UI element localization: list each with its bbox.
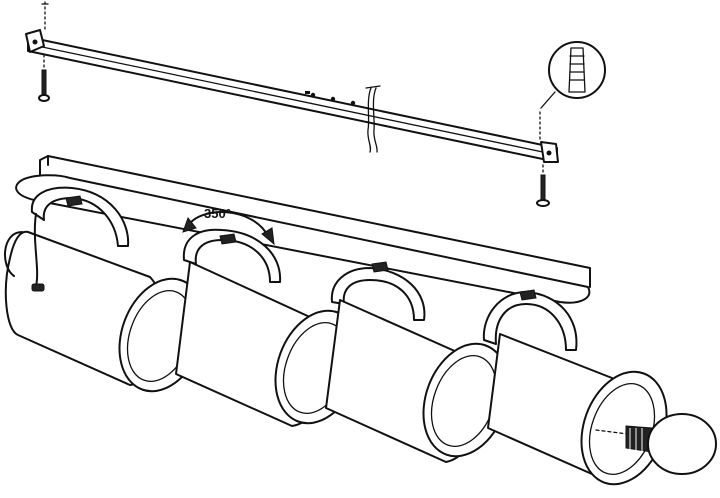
screw-bottom-right bbox=[536, 111, 550, 207]
light-bulb bbox=[595, 413, 717, 475]
mounting-bracket bbox=[25, 29, 559, 163]
rotation-indicator: 350° bbox=[182, 206, 275, 246]
rotation-label: 350° bbox=[204, 206, 231, 221]
spot-4 bbox=[482, 289, 668, 486]
power-cable bbox=[365, 85, 381, 153]
screw-bottom-left bbox=[38, 54, 50, 102]
ceiling-plate bbox=[15, 155, 591, 304]
screw-top-left bbox=[41, 1, 49, 31]
spot-3 bbox=[325, 261, 510, 463]
wall-anchor-callout bbox=[540, 41, 606, 109]
